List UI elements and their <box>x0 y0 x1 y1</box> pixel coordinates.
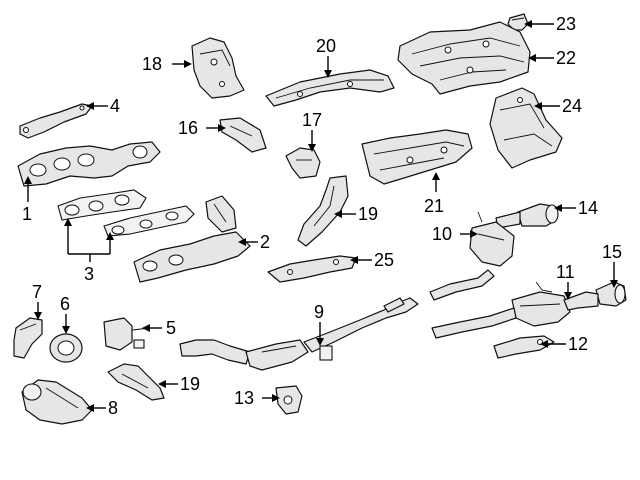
callout-3: 3 <box>84 264 94 284</box>
callout-8: 8 <box>108 398 118 418</box>
part-25-heat-shield[interactable] <box>267 255 357 283</box>
part-16-heat-shield[interactable] <box>219 117 267 153</box>
callout-19-upper: 19 <box>358 204 378 224</box>
part-14-exhaust-tip[interactable] <box>495 203 559 229</box>
part-19-heat-shield-lower[interactable] <box>107 363 165 401</box>
callout-11: 11 <box>556 262 575 282</box>
part-9-intermediate-pipe[interactable] <box>179 297 419 371</box>
callout-4: 4 <box>110 96 120 116</box>
callout-19-lower: 19 <box>180 374 200 394</box>
part-10-muffler[interactable] <box>429 211 515 301</box>
part-5-sensor[interactable] <box>103 317 151 351</box>
callout-22: 22 <box>556 48 576 68</box>
callout-20: 20 <box>316 36 336 56</box>
part-2-exhaust-manifold[interactable] <box>133 195 251 283</box>
part-7-flex-pipe[interactable] <box>13 317 43 359</box>
part-18-heat-shield[interactable] <box>191 37 245 99</box>
callout-1: 1 <box>22 204 32 224</box>
part-11-muffler[interactable] <box>431 281 599 339</box>
part-1-exhaust-manifold[interactable] <box>17 141 161 187</box>
part-6-flange[interactable] <box>49 333 83 363</box>
part-24-heat-shield[interactable] <box>489 87 563 169</box>
callout-7: 7 <box>32 282 42 302</box>
part-13-hanger[interactable] <box>275 385 303 415</box>
leader-lines <box>24 20 618 412</box>
callout-18: 18 <box>142 54 162 74</box>
part-21-heat-shield[interactable] <box>361 129 473 185</box>
callout-24: 24 <box>562 96 582 116</box>
callout-25: 25 <box>374 250 394 270</box>
part-8-catalytic-converter[interactable] <box>21 379 93 425</box>
callout-9: 9 <box>314 302 324 322</box>
part-17-heat-shield[interactable] <box>285 147 321 179</box>
callout-13: 13 <box>234 388 254 408</box>
callout-17: 17 <box>302 110 322 130</box>
callout-16: 16 <box>178 118 198 138</box>
part-22-heat-shield[interactable] <box>397 21 531 95</box>
callout-14: 14 <box>578 198 598 218</box>
part-19-heat-shield-upper[interactable] <box>297 175 349 247</box>
part-3-gaskets[interactable] <box>57 189 195 237</box>
part-20-heat-shield[interactable] <box>265 69 395 107</box>
callout-21: 21 <box>424 196 444 216</box>
callout-12: 12 <box>568 334 588 354</box>
callout-6: 6 <box>60 294 70 314</box>
part-23-bracket[interactable] <box>507 13 529 31</box>
callout-5: 5 <box>166 318 176 338</box>
callout-23: 23 <box>556 14 576 34</box>
callout-labels: 23 22 20 18 24 4 16 17 1 21 19 14 10 2 3… <box>22 14 622 418</box>
part-12-hanger-bracket[interactable] <box>493 335 555 359</box>
callout-10: 10 <box>432 224 452 244</box>
callout-15: 15 <box>602 242 622 262</box>
part-4-bracket[interactable] <box>19 103 93 139</box>
callout-2: 2 <box>260 232 270 252</box>
part-15-exhaust-tip[interactable] <box>595 281 627 307</box>
